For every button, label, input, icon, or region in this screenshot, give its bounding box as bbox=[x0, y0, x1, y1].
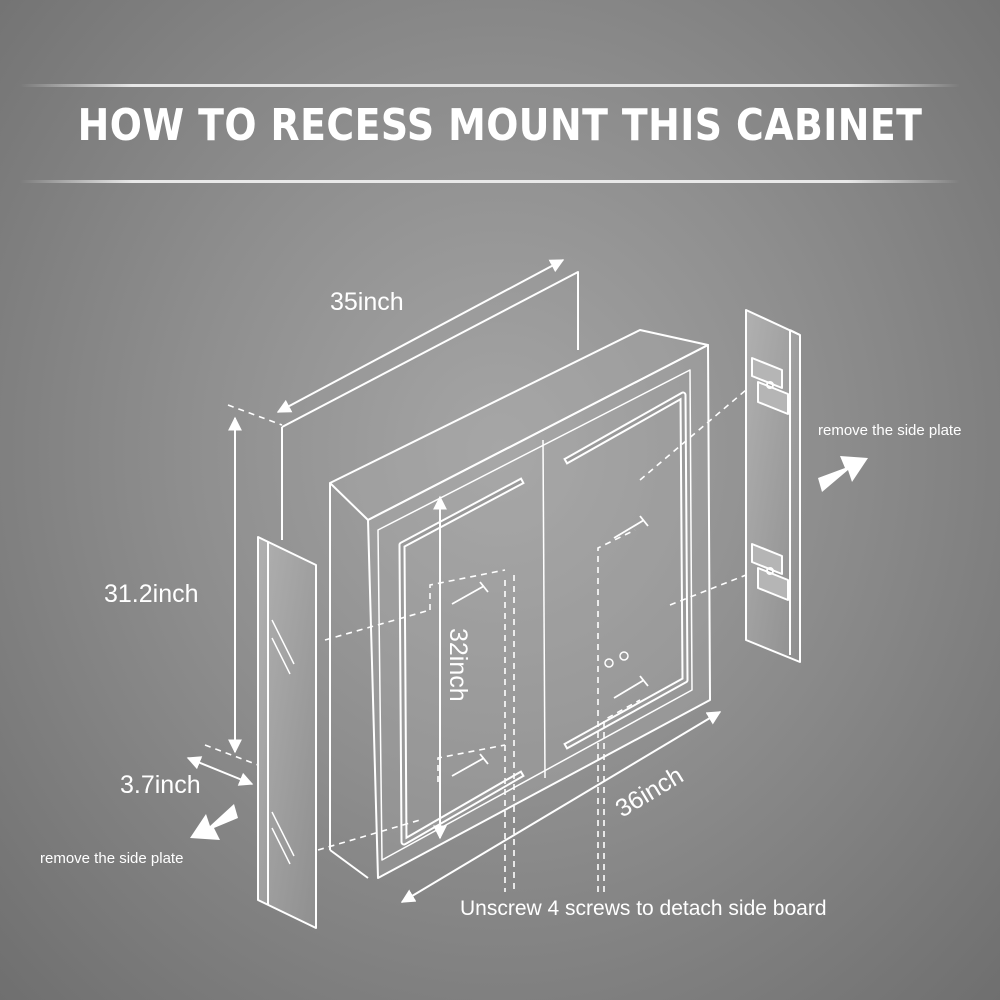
side-depth-label: 3.7inch bbox=[120, 771, 201, 799]
bracket-icon bbox=[751, 357, 789, 415]
remove-side-plate-left-label: remove the side plate bbox=[40, 850, 183, 867]
side-depth-arrow bbox=[186, 756, 254, 786]
title-top-rule bbox=[20, 84, 960, 87]
depth-label: 35inch bbox=[330, 288, 404, 316]
guide-line bbox=[639, 389, 747, 481]
guide-line bbox=[429, 569, 506, 610]
screw-icon bbox=[613, 515, 649, 539]
page-title: HOW TO RECESS MOUNT THIS CABINET bbox=[77, 100, 923, 151]
arrow-right-icon bbox=[818, 456, 868, 492]
title-bar: HOW TO RECESS MOUNT THIS CABINET bbox=[0, 84, 1000, 184]
screw-icon bbox=[451, 581, 489, 605]
bracket-icon bbox=[751, 543, 789, 601]
guide-line bbox=[227, 404, 283, 426]
screw-icon bbox=[613, 675, 649, 699]
remove-side-plate-right-label: remove the side plate bbox=[818, 422, 961, 439]
height-label: 31.2inch bbox=[104, 580, 199, 608]
title-bottom-rule bbox=[20, 180, 960, 183]
width-arrow bbox=[400, 711, 722, 903]
depth-arrow bbox=[276, 259, 565, 413]
guide-line bbox=[324, 609, 431, 641]
arrow-left-icon bbox=[190, 804, 238, 840]
left-side-plate bbox=[257, 536, 317, 929]
inner-height-label: 32inch bbox=[444, 628, 472, 702]
guide-line bbox=[669, 574, 747, 606]
guide-line bbox=[204, 744, 259, 766]
unscrew-instruction: Unscrew 4 screws to detach side board bbox=[460, 897, 827, 920]
touch-button-icon bbox=[604, 651, 629, 668]
